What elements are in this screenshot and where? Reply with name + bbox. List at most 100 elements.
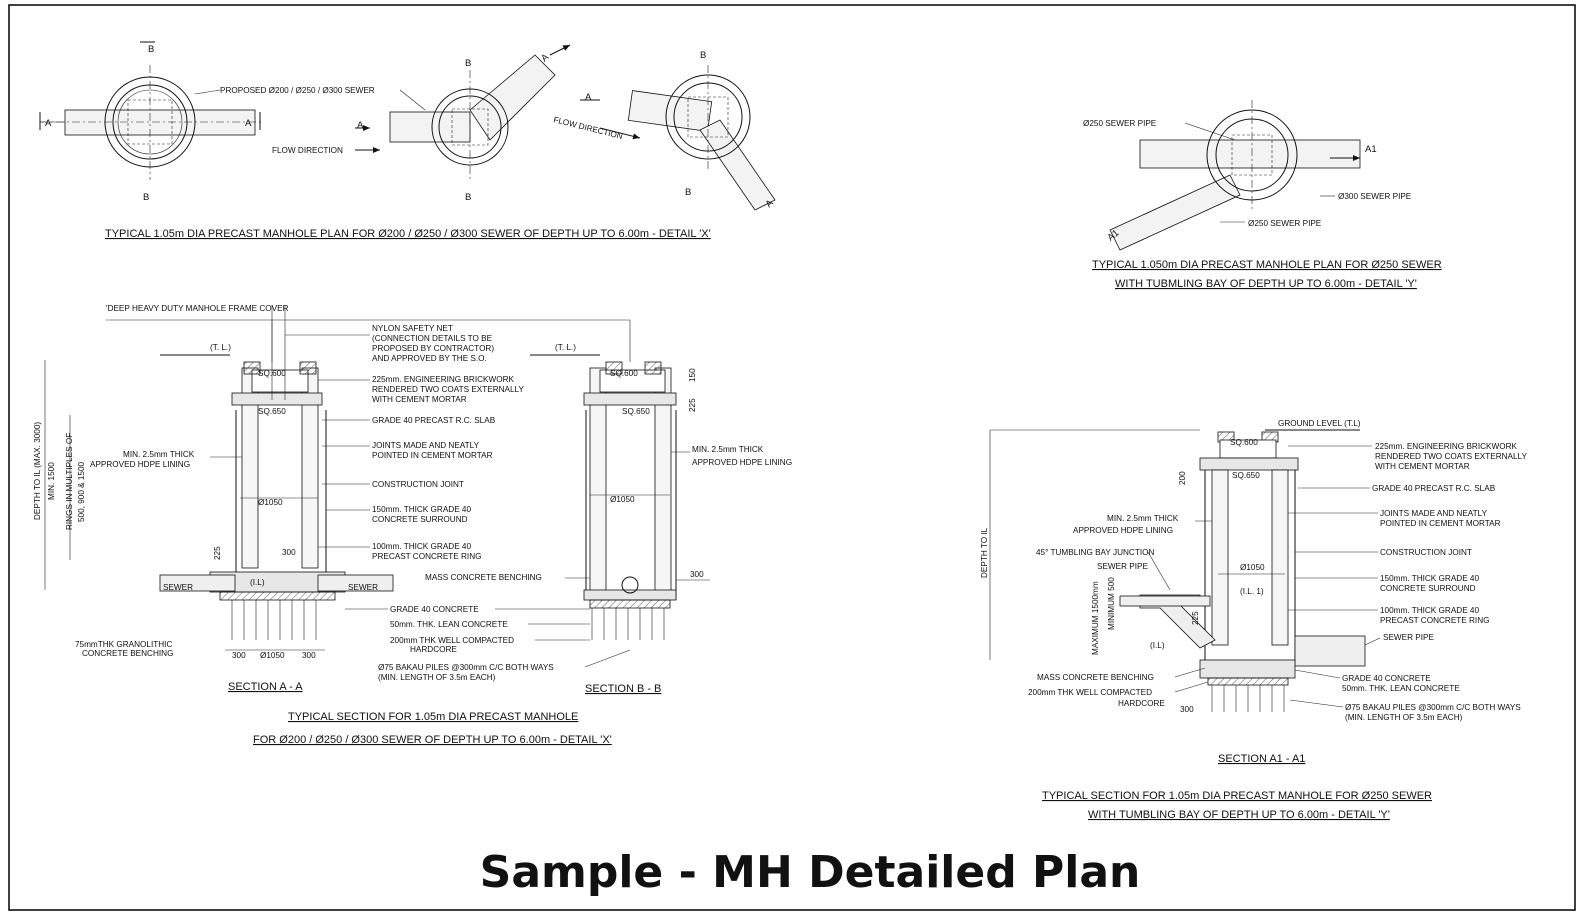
grade40-label: GRADE 40 CONCRETE xyxy=(390,605,479,614)
pipe-out-label: Ø300 SEWER PIPE xyxy=(1338,192,1412,201)
joints-label: POINTED IN CEMENT MORTAR xyxy=(1380,519,1501,528)
brickwork-label: 225mm. ENGINEERING BRICKWORK xyxy=(372,375,514,384)
granolithic-label: CONCRETE BENCHING xyxy=(82,649,173,658)
detail-y-plan-caption-1: TYPICAL 1.050m DIA PRECAST MANHOLE PLAN … xyxy=(1092,259,1442,271)
detail-y-plan: Ø250 SEWER PIPE Ø300 SEWER PIPE Ø250 SEW… xyxy=(1083,100,1442,290)
dim-225-label: 225 xyxy=(688,398,697,412)
grade40-label: GRADE 40 CONCRETE xyxy=(1342,674,1431,683)
section-b-marker: B xyxy=(143,192,149,203)
flow-direction-label: FLOW DIRECTION xyxy=(272,146,343,155)
section-a-marker: A xyxy=(357,120,364,131)
frame-cover-label: 'DEEP HEAVY DUTY MANHOLE FRAME COVER xyxy=(106,304,289,313)
surround-label: 150mm. THICK GRADE 40 xyxy=(372,505,471,514)
section-x: SQ.600 SQ.650 Ø1050 300 225 SEWER SEWER … xyxy=(33,304,792,746)
dim-150-label: 150 xyxy=(688,368,697,382)
section-aa-label: SECTION A - A xyxy=(228,681,303,693)
section-aa-body: SQ.600 SQ.650 Ø1050 300 225 SEWER SEWER … xyxy=(106,304,631,660)
il1-label: (I.L. 1) xyxy=(1240,587,1264,596)
dim-300-label: 300 xyxy=(232,651,246,660)
section-b-marker: B xyxy=(465,192,471,203)
piles-label: (MIN. LENGTH OF 3.5m EACH) xyxy=(1345,713,1463,722)
dia1050-label: Ø1050 xyxy=(258,498,283,507)
tumbling-junction-label: 45° TUMBLING BAY JUNCTION xyxy=(1036,548,1154,557)
pipe-in-bottom-label: Ø250 SEWER PIPE xyxy=(1248,219,1322,228)
surround-label: 150mm. THICK GRADE 40 xyxy=(1380,574,1479,583)
hdpe-label: APPROVED HDPE LINING xyxy=(90,460,190,469)
dim-225-label: 225 xyxy=(1191,611,1200,625)
ring-label: PRECAST CONCRETE RING xyxy=(372,552,481,561)
piles-label: Ø75 BAKAU PILES @300mm C/C BOTH WAYS xyxy=(378,663,554,672)
dim-300-label: 300 xyxy=(690,570,704,579)
section-x-caption-1: TYPICAL SECTION FOR 1.05m DIA PRECAST MA… xyxy=(288,711,578,723)
nylon-net-label: (CONNECTION DETAILS TO BE xyxy=(372,334,493,343)
surround-label: CONCRETE SURROUND xyxy=(1380,584,1476,593)
hardcore-label: 200mm THK WELL COMPACTED xyxy=(1028,688,1152,697)
section-b-marker: B xyxy=(700,50,706,61)
detail-x-plan-caption: TYPICAL 1.05m DIA PRECAST MANHOLE PLAN F… xyxy=(105,228,711,240)
brickwork-label: 225mm. ENGINEERING BRICKWORK xyxy=(1375,442,1517,451)
slab-label: GRADE 40 PRECAST R.C. SLAB xyxy=(372,416,496,425)
hdpe-label: APPROVED HDPE LINING xyxy=(692,458,792,467)
ring-label: 100mm. THICK GRADE 40 xyxy=(1380,606,1479,615)
detail-y-plan-caption-2: WITH TUBMLING BAY OF DEPTH UP TO 6.00m -… xyxy=(1115,278,1417,290)
il-label: (I.L) xyxy=(1150,641,1165,650)
joints-label: JOINTS MADE AND NEATLY xyxy=(1380,509,1488,518)
rings-label: RINGS IN MULTIPLES OF xyxy=(65,433,74,530)
nylon-net-label: PROPOSED BY CONTRACTOR) xyxy=(372,344,494,353)
nylon-net-label: AND APPROVED BY THE S.O. xyxy=(372,354,487,363)
plan-manhole-2: A FLOW DIRECTION B B A xyxy=(272,44,571,203)
proposed-sewer-label: PROPOSED Ø200 / Ø250 / Ø300 SEWER xyxy=(220,86,375,95)
sewer-pipe-left-label: SEWER PIPE xyxy=(1097,562,1148,571)
mass-benching-label: MASS CONCRETE BENCHING xyxy=(425,573,542,582)
tl-label: (T. L.) xyxy=(210,343,231,352)
section-b-marker: B xyxy=(148,44,154,55)
dim-225-label: 225 xyxy=(213,546,222,560)
dia1050-label: Ø1050 xyxy=(1240,563,1265,572)
dia1050-label: Ø1050 xyxy=(610,495,635,504)
sq600-label: SQ.600 xyxy=(258,369,286,378)
nylon-net-label: NYLON SAFETY NET xyxy=(372,324,453,333)
section-bb-body: (T. L.) SQ.600 SQ.650 Ø1050 300 xyxy=(530,343,792,640)
plan-manhole-1: B B A A PROPOSED Ø200 / Ø250 / Ø300 SEWE… xyxy=(39,41,426,203)
sq650-label: SQ.650 xyxy=(622,407,650,416)
ground-level-label: GROUND LEVEL (T.L) xyxy=(1278,419,1361,428)
section-y-caption-1: TYPICAL SECTION FOR 1.05m DIA PRECAST MA… xyxy=(1042,790,1432,802)
brickwork-label: WITH CEMENT MORTAR xyxy=(372,395,467,404)
sewer-label: SEWER xyxy=(348,583,378,592)
il-label: (I.L) xyxy=(250,578,265,587)
section-a-marker: A xyxy=(585,92,592,103)
sq600-label: SQ.600 xyxy=(1230,438,1258,447)
surround-label: CONCRETE SURROUND xyxy=(372,515,468,524)
sewer-label: SEWER xyxy=(163,583,193,592)
pipe-in-top-label: Ø250 SEWER PIPE xyxy=(1083,119,1157,128)
dim-300-label: 300 xyxy=(282,548,296,557)
brickwork-label: WITH CEMENT MORTAR xyxy=(1375,462,1470,471)
section-y-callouts: 225mm. ENGINEERING BRICKWORK RENDERED TW… xyxy=(1288,442,1527,722)
depth-label: DEPTH TO IL (MAX. 3000) xyxy=(33,422,42,520)
hdpe-label: MIN. 2.5mm THICK xyxy=(123,450,195,459)
section-a-marker: A xyxy=(45,118,52,129)
hdpe-label: MIN. 2.5mm THICK xyxy=(1107,514,1179,523)
brickwork-label: RENDERED TWO COATS EXTERNALLY xyxy=(1375,452,1527,461)
section-a1a1-label: SECTION A1 - A1 xyxy=(1218,753,1305,765)
dim-300-label: 300 xyxy=(1180,705,1194,714)
section-b-marker: B xyxy=(465,58,471,69)
lean-label: 50mm. THK. LEAN CONCRETE xyxy=(1342,684,1460,693)
hdpe-label: MIN. 2.5mm THICK xyxy=(692,445,764,454)
minimum-label: MINIMUM 500 xyxy=(1107,577,1116,630)
sq650-label: SQ.650 xyxy=(1232,471,1260,480)
section-y-caption-2: WITH TUMBLING BAY OF DEPTH UP TO 6.00m -… xyxy=(1088,809,1390,821)
hardcore-label: HARDCORE xyxy=(410,645,457,654)
section-y: GROUND LEVEL (T.L) SQ.600 SQ.650 Ø1050 (… xyxy=(980,419,1527,821)
ring-label: PRECAST CONCRETE RING xyxy=(1380,616,1489,625)
mass-benching-label: MASS CONCRETE BENCHING xyxy=(1037,673,1154,682)
depth-min-label: MIN. 1500 xyxy=(47,462,56,500)
depth-label: DEPTH TO IL xyxy=(980,527,989,578)
tl-label: (T. L.) xyxy=(555,343,576,352)
dim-300-label: 300 xyxy=(302,651,316,660)
lean-label: 50mm. THK. LEAN CONCRETE xyxy=(390,620,508,629)
hardcore-label: HARDCORE xyxy=(1118,699,1165,708)
ring-label: 100mm. THICK GRADE 40 xyxy=(372,542,471,551)
